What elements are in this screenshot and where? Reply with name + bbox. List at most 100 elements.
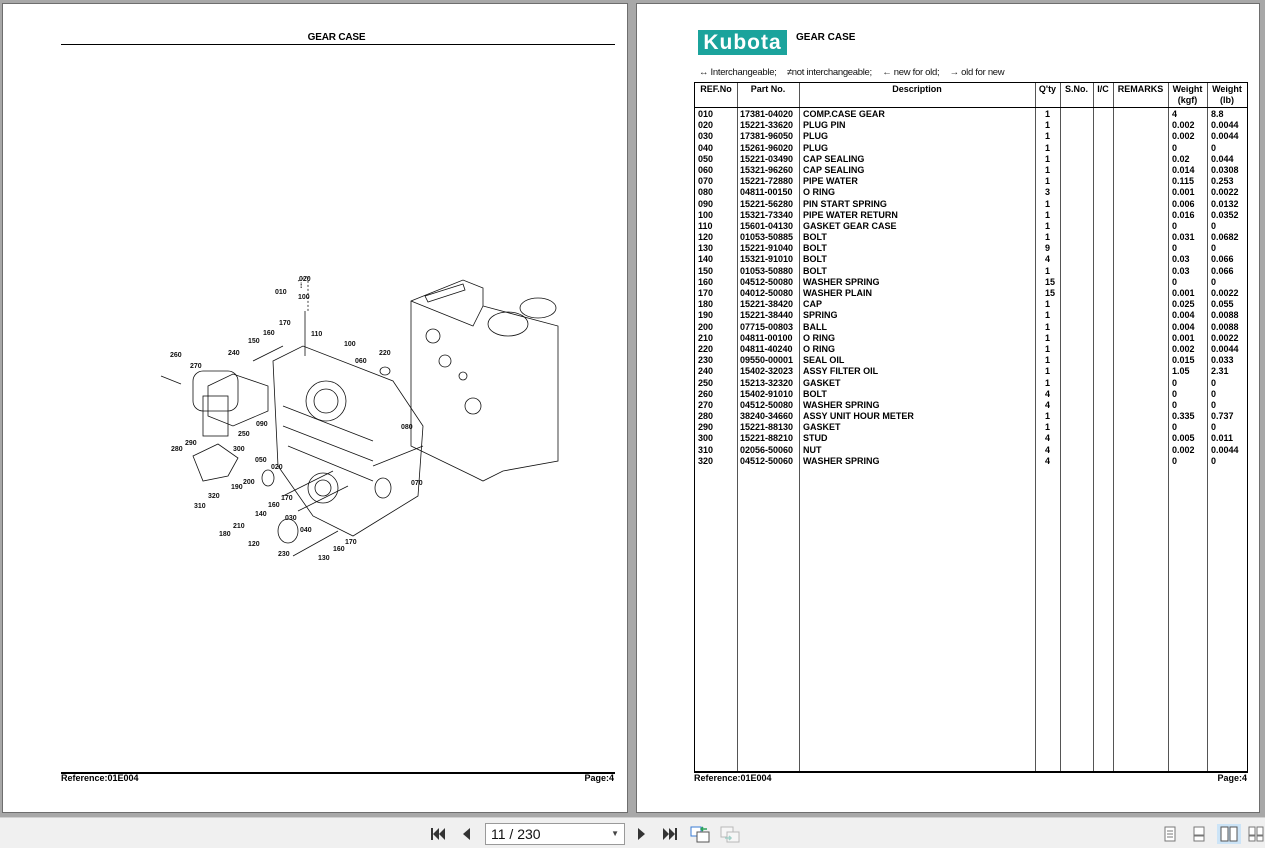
- next-view-button[interactable]: [718, 824, 742, 844]
- svg-text:170: 170: [345, 539, 357, 546]
- cell-ref: 260: [698, 388, 714, 399]
- previous-page-button[interactable]: [458, 824, 474, 844]
- cell-wkgf: 0.005: [1172, 433, 1195, 444]
- cell-qty: 1: [1045, 332, 1051, 343]
- page-title: GEAR CASE: [796, 32, 856, 43]
- cell-part: 15321-91010: [740, 254, 794, 265]
- cell-desc: PLUG: [803, 142, 829, 153]
- svg-text:220: 220: [379, 350, 391, 357]
- header-description: Description: [892, 84, 942, 94]
- cell-part: 15221-88130: [740, 422, 794, 433]
- previous-page-icon: [463, 828, 470, 840]
- cell-wkgf: 0.001: [1172, 288, 1195, 298]
- cell-wkgf: 0.015: [1172, 355, 1195, 366]
- svg-text:070: 070: [411, 480, 423, 487]
- cell-qty: 15: [1045, 288, 1056, 298]
- cell-wlb: 0: [1211, 142, 1217, 153]
- navigation-toolbar: 11 / 230 ▼: [0, 817, 1265, 848]
- cell-wkgf: 0.03: [1172, 254, 1190, 265]
- cell-part: 15601-04130: [740, 220, 794, 231]
- cell-wkgf: 0: [1172, 399, 1178, 410]
- cell-part: 02056-50060: [740, 444, 794, 455]
- cell-desc: BOLT: [803, 388, 827, 399]
- cell-wkgf: 0.002: [1172, 444, 1195, 455]
- last-page-button[interactable]: [660, 824, 680, 844]
- cell-qty: 4: [1045, 388, 1051, 399]
- previous-view-button[interactable]: [688, 824, 712, 844]
- cell-qty: 1: [1045, 377, 1051, 388]
- svg-text:170: 170: [281, 495, 293, 502]
- svg-text:170: 170: [279, 320, 291, 327]
- svg-text:060: 060: [355, 358, 367, 365]
- cell-wkgf: 0.014: [1172, 164, 1195, 175]
- single-page-view-button[interactable]: [1158, 824, 1182, 844]
- svg-text:160: 160: [268, 502, 280, 509]
- cell-wkgf: 0: [1172, 276, 1178, 287]
- cell-qty: 4: [1045, 254, 1051, 265]
- cell-desc: WASHER PLAIN: [803, 288, 873, 298]
- cell-wkgf: 0.006: [1172, 198, 1195, 209]
- cell-part: 15221-56280: [740, 198, 794, 209]
- cell-qty: 1: [1045, 422, 1051, 433]
- two-page-continuous-view-button[interactable]: [1247, 824, 1265, 844]
- cell-ref: 040: [698, 142, 714, 153]
- cell-desc: PLUG: [803, 131, 829, 142]
- cell-wlb: 8.8: [1211, 109, 1224, 119]
- previous-view-icon: [690, 826, 710, 843]
- cell-ref: 100: [698, 209, 714, 220]
- cell-wlb: 0: [1211, 399, 1217, 410]
- continuous-view-button[interactable]: [1187, 824, 1211, 844]
- svg-text:290: 290: [185, 440, 197, 447]
- cell-part: 07715-00803: [740, 321, 794, 332]
- page-number-select[interactable]: 11 / 230 ▼: [485, 823, 625, 845]
- cell-wlb: 0.0088: [1211, 321, 1239, 332]
- next-page-button[interactable]: [634, 824, 650, 844]
- last-page-icon: [663, 828, 677, 840]
- cell-wlb: 0.0044: [1211, 444, 1239, 455]
- svg-text:310: 310: [194, 503, 206, 510]
- cell-wlb: 0.0088: [1211, 310, 1239, 321]
- cell-ref: 300: [698, 433, 714, 444]
- cell-wkgf: 0: [1172, 220, 1178, 231]
- parts-table: REF.No Part No. Description Q'ty S.No. I…: [694, 82, 1248, 773]
- cell-part: 15221-72880: [740, 176, 794, 187]
- cell-ref: 320: [698, 455, 714, 466]
- cell-qty: 3: [1045, 187, 1051, 198]
- cell-qty: 4: [1045, 444, 1051, 455]
- interchangeability-legend: ↔ Interchangeable; ≠not interchangeable;…: [699, 67, 1012, 78]
- cell-ref: 060: [698, 164, 714, 175]
- cell-wkgf: 0.031: [1172, 232, 1195, 243]
- cell-ref: 240: [698, 366, 714, 377]
- svg-text:090: 090: [256, 421, 268, 428]
- cell-wlb: 0: [1211, 422, 1217, 433]
- cell-part: 04512-50080: [740, 276, 794, 287]
- cell-ref: 280: [698, 411, 714, 422]
- cell-part: 01053-50880: [740, 265, 794, 276]
- legend-interchangeable: ↔ Interchangeable;: [699, 67, 777, 78]
- cell-part: 01053-50885: [740, 232, 794, 243]
- cell-qty: 1: [1045, 321, 1051, 332]
- chevron-down-icon[interactable]: ▼: [611, 829, 619, 838]
- two-page-continuous-icon: [1248, 826, 1264, 842]
- cell-part: 15221-38420: [740, 299, 794, 310]
- first-page-button[interactable]: [428, 824, 448, 844]
- svg-text:180: 180: [219, 531, 231, 538]
- cell-wkgf: 0: [1172, 377, 1178, 388]
- cell-wkgf: 0.001: [1172, 332, 1195, 343]
- cell-wlb: 0.0044: [1211, 131, 1239, 142]
- cell-qty: 1: [1045, 265, 1051, 276]
- cell-wkgf: 0.016: [1172, 209, 1195, 220]
- cell-part: 04811-00100: [740, 332, 793, 343]
- cell-qty: 1: [1045, 176, 1051, 187]
- cell-wkgf: 0.03: [1172, 265, 1190, 276]
- two-page-view-button[interactable]: [1217, 824, 1241, 844]
